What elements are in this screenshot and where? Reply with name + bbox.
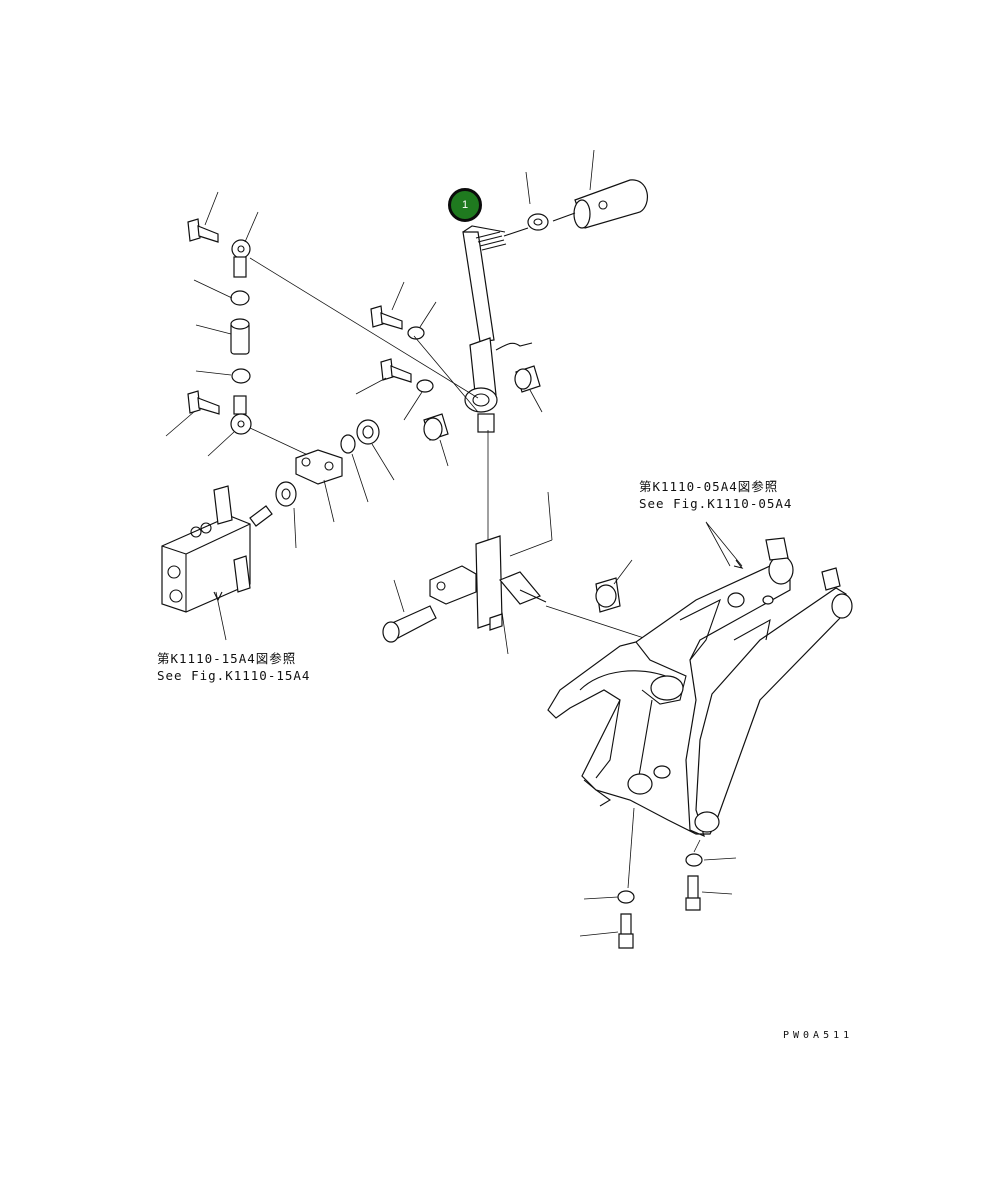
drawing-code: PW0A511: [783, 1030, 854, 1041]
reference-left-jp: 第K1110-15A4図参照: [157, 651, 297, 666]
lever-part: [462, 225, 533, 433]
reference-note-right: 第K1110-05A4図参照 See Fig.K1110-05A4: [639, 478, 792, 512]
center-bracket-part: [429, 535, 547, 631]
reference-right-jp: 第K1110-05A4図参照: [639, 479, 779, 494]
bolt-part-2: [187, 390, 220, 415]
reference-note-left: 第K1110-15A4図参照 See Fig.K1110-15A4: [157, 650, 310, 684]
washer-part: [230, 290, 251, 384]
washer-part-2: [340, 419, 380, 454]
reference-left-en: See Fig.K1110-15A4: [157, 668, 311, 683]
collar-part: [230, 318, 250, 355]
callout-1-icon[interactable]: 1: [448, 188, 482, 222]
reference-right-en: See Fig.K1110-05A4: [639, 496, 793, 511]
pin-part: [382, 605, 437, 643]
valve-part: [161, 485, 273, 613]
nut-part-2: [407, 326, 434, 393]
bushing-part: [423, 365, 541, 441]
bolt-part: [187, 218, 219, 243]
nut-part: [527, 213, 549, 231]
bolt-part-3: [370, 305, 412, 383]
rod-end-part: [231, 239, 251, 278]
bolt-part-4: [617, 853, 703, 949]
bushing-part-3: [595, 577, 621, 613]
rod-end-part-2: [230, 395, 252, 435]
bracket-part: [295, 449, 343, 485]
callout-number: 1: [461, 199, 469, 211]
frame-part: [547, 537, 853, 838]
knob-part: [552, 179, 648, 229]
bushing-part-2: [275, 481, 297, 507]
